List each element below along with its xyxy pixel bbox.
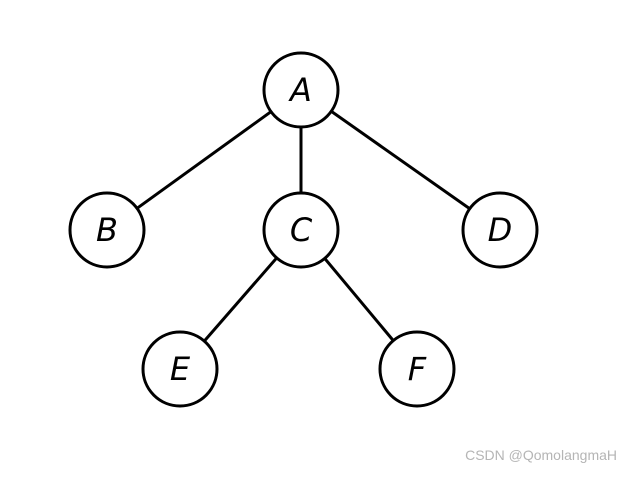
node-label-e: E [170,350,191,388]
node-circle-d [461,191,539,269]
tree-node-c: C [262,191,340,269]
tree-node-e: E [141,330,219,408]
node-label-b: B [96,211,118,249]
tree-node-f: F [378,330,456,408]
node-label-f: F [408,350,427,388]
edge-a-d [300,88,501,232]
edge-a-b [106,88,302,232]
node-label-a: A [288,71,312,109]
node-circle-f [378,330,456,408]
tree-node-b: B [68,191,146,269]
node-label-d: D [488,211,513,249]
csdn-watermark: CSDN @QomolangmaH [465,447,617,463]
node-circle-c [262,191,340,269]
node-label-c: C [290,211,313,249]
tree-node-d: D [461,191,539,269]
node-circle-a [262,51,340,129]
node-circle-e [141,330,219,408]
node-circle-b [68,191,146,269]
tree-node-a: A [262,51,340,129]
